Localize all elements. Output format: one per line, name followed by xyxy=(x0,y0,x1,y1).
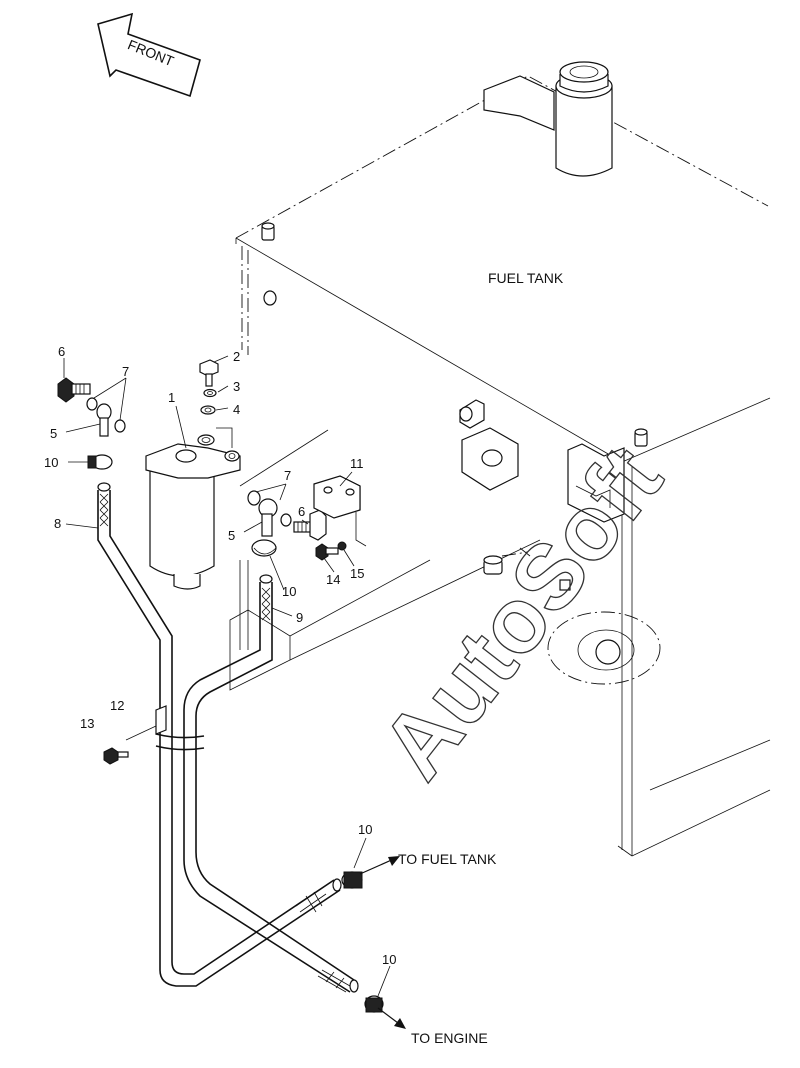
callout-1: 1 xyxy=(168,390,175,405)
tank-inspection-cover xyxy=(547,611,661,685)
callout-6-right: 6 xyxy=(298,504,305,519)
callout-14: 14 xyxy=(326,572,340,587)
clamp-10-right xyxy=(251,539,277,557)
washer-4 xyxy=(200,405,216,415)
bolt-2 xyxy=(199,359,219,387)
callout-13: 13 xyxy=(80,716,94,731)
tank-boss xyxy=(261,222,648,447)
tank-bracket xyxy=(567,443,625,523)
leader-lines xyxy=(63,355,391,997)
callout-7-right: 7 xyxy=(284,468,291,483)
callout-10-fuel-tank: 10 xyxy=(358,822,372,837)
fuel-filter xyxy=(145,434,241,590)
gasket-7 xyxy=(86,397,126,433)
fuel-tank-label: FUEL TANK xyxy=(488,270,564,286)
callout-8: 8 xyxy=(54,516,61,531)
hose-8 xyxy=(97,482,342,987)
clamp-10-left xyxy=(87,454,113,470)
bolt-14-washer-15 xyxy=(315,541,347,561)
fuel-tank: FUEL TANK xyxy=(229,61,771,857)
callout-5-right: 5 xyxy=(228,528,235,543)
callout-numbers: 6 7 5 10 8 1 2 3 4 7 5 6 10 9 11 14 15 1… xyxy=(44,344,396,967)
to-engine-arrow: TO ENGINE xyxy=(377,1007,488,1046)
callout-15: 15 xyxy=(350,566,364,581)
hose-9 xyxy=(183,574,359,993)
callout-10-right: 10 xyxy=(282,584,296,599)
tank-sensor xyxy=(483,547,571,591)
to-engine-label: TO ENGINE xyxy=(411,1030,488,1046)
bracket-11 xyxy=(313,475,367,547)
gasket-7-right xyxy=(247,490,292,527)
callout-11: 11 xyxy=(350,456,364,471)
callout-10-left: 10 xyxy=(44,455,58,470)
watermark: AutoSoft xyxy=(362,428,681,797)
callout-4: 4 xyxy=(233,402,240,417)
eye-joint-5-left xyxy=(96,403,112,437)
to-fuel-tank-arrow: TO FUEL TANK xyxy=(359,851,497,875)
callout-6-left: 6 xyxy=(58,344,65,359)
callout-9: 9 xyxy=(296,610,303,625)
callout-10-engine: 10 xyxy=(382,952,396,967)
callout-12: 12 xyxy=(110,698,124,713)
front-arrow-label: FRONT xyxy=(126,36,177,69)
eye-joint-5-right xyxy=(258,498,278,537)
callout-2: 2 xyxy=(233,349,240,364)
banjo-bolt-6-left xyxy=(57,377,91,403)
callout-5-left: 5 xyxy=(50,426,57,441)
front-arrow: FRONT xyxy=(97,12,201,98)
screw-13 xyxy=(103,747,129,765)
filler-cap xyxy=(483,61,613,177)
banjo-bolt-6-right xyxy=(293,509,327,541)
callout-3: 3 xyxy=(233,379,240,394)
washer-3 xyxy=(203,388,217,398)
tank-drain-block xyxy=(461,427,519,491)
to-fuel-tank-label: TO FUEL TANK xyxy=(398,851,497,867)
callout-7-left: 7 xyxy=(122,364,129,379)
tank-elbow-fitting xyxy=(459,399,485,429)
clamp-10-fuel-tank xyxy=(341,871,363,889)
